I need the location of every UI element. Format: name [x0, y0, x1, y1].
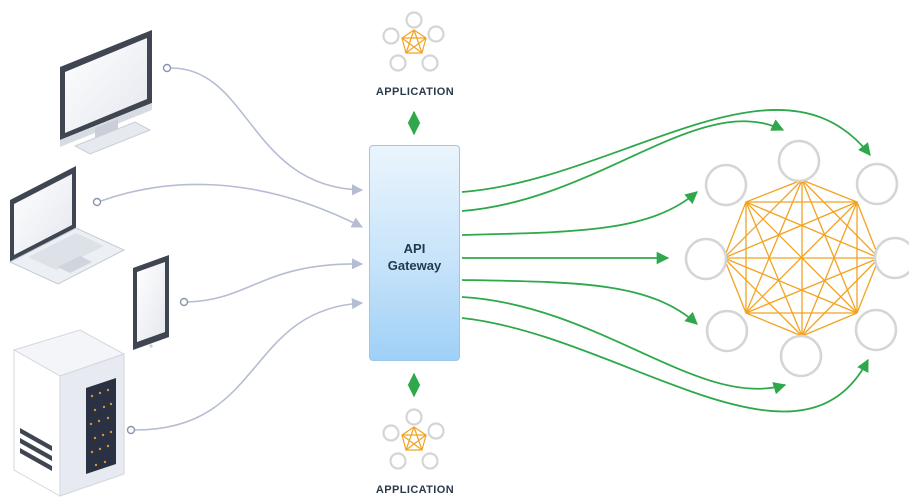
- mesh-node: [854, 308, 898, 352]
- mesh-node: [684, 237, 728, 281]
- connector-endpoints: [92, 63, 189, 435]
- service-arrows: [461, 109, 871, 413]
- service-arrow-5: [461, 279, 698, 325]
- tablet-icon: [133, 255, 169, 350]
- connector-tablet: [187, 258, 364, 303]
- application-top-label: APPLICATION: [375, 86, 455, 98]
- service-mesh: [684, 139, 909, 378]
- mesh-node: [873, 236, 909, 280]
- application-bottom-icon: [382, 408, 445, 470]
- mesh-node: [779, 334, 823, 378]
- mesh-node: [855, 162, 899, 206]
- service-arrow-1: [461, 109, 871, 193]
- gateway-label-line2: Gateway: [387, 258, 442, 273]
- service-arrow-7: [461, 317, 869, 413]
- mesh-node: [704, 163, 748, 207]
- server-icon: [12, 329, 126, 497]
- laptop-icon: [8, 166, 126, 285]
- service-arrow-2: [461, 119, 785, 212]
- application-top-icon: [382, 11, 445, 72]
- service-arrow-3: [461, 191, 698, 236]
- mesh-node: [777, 139, 821, 183]
- connector-server: [134, 298, 364, 431]
- api-gateway-label: API Gateway: [370, 240, 459, 274]
- api-gateway-box: API Gateway: [369, 145, 460, 361]
- client-connectors: [100, 67, 364, 431]
- gateway-label-line1: API: [403, 241, 426, 256]
- application-bottom-label: APPLICATION: [375, 484, 455, 496]
- desktop-monitor-icon: [60, 30, 152, 155]
- connector-desktop: [170, 67, 364, 196]
- mesh-links: [723, 179, 880, 337]
- service-arrow-6: [461, 296, 787, 395]
- connector-laptop: [100, 183, 363, 228]
- mesh-nodes: [684, 139, 909, 378]
- mesh-node: [705, 309, 749, 353]
